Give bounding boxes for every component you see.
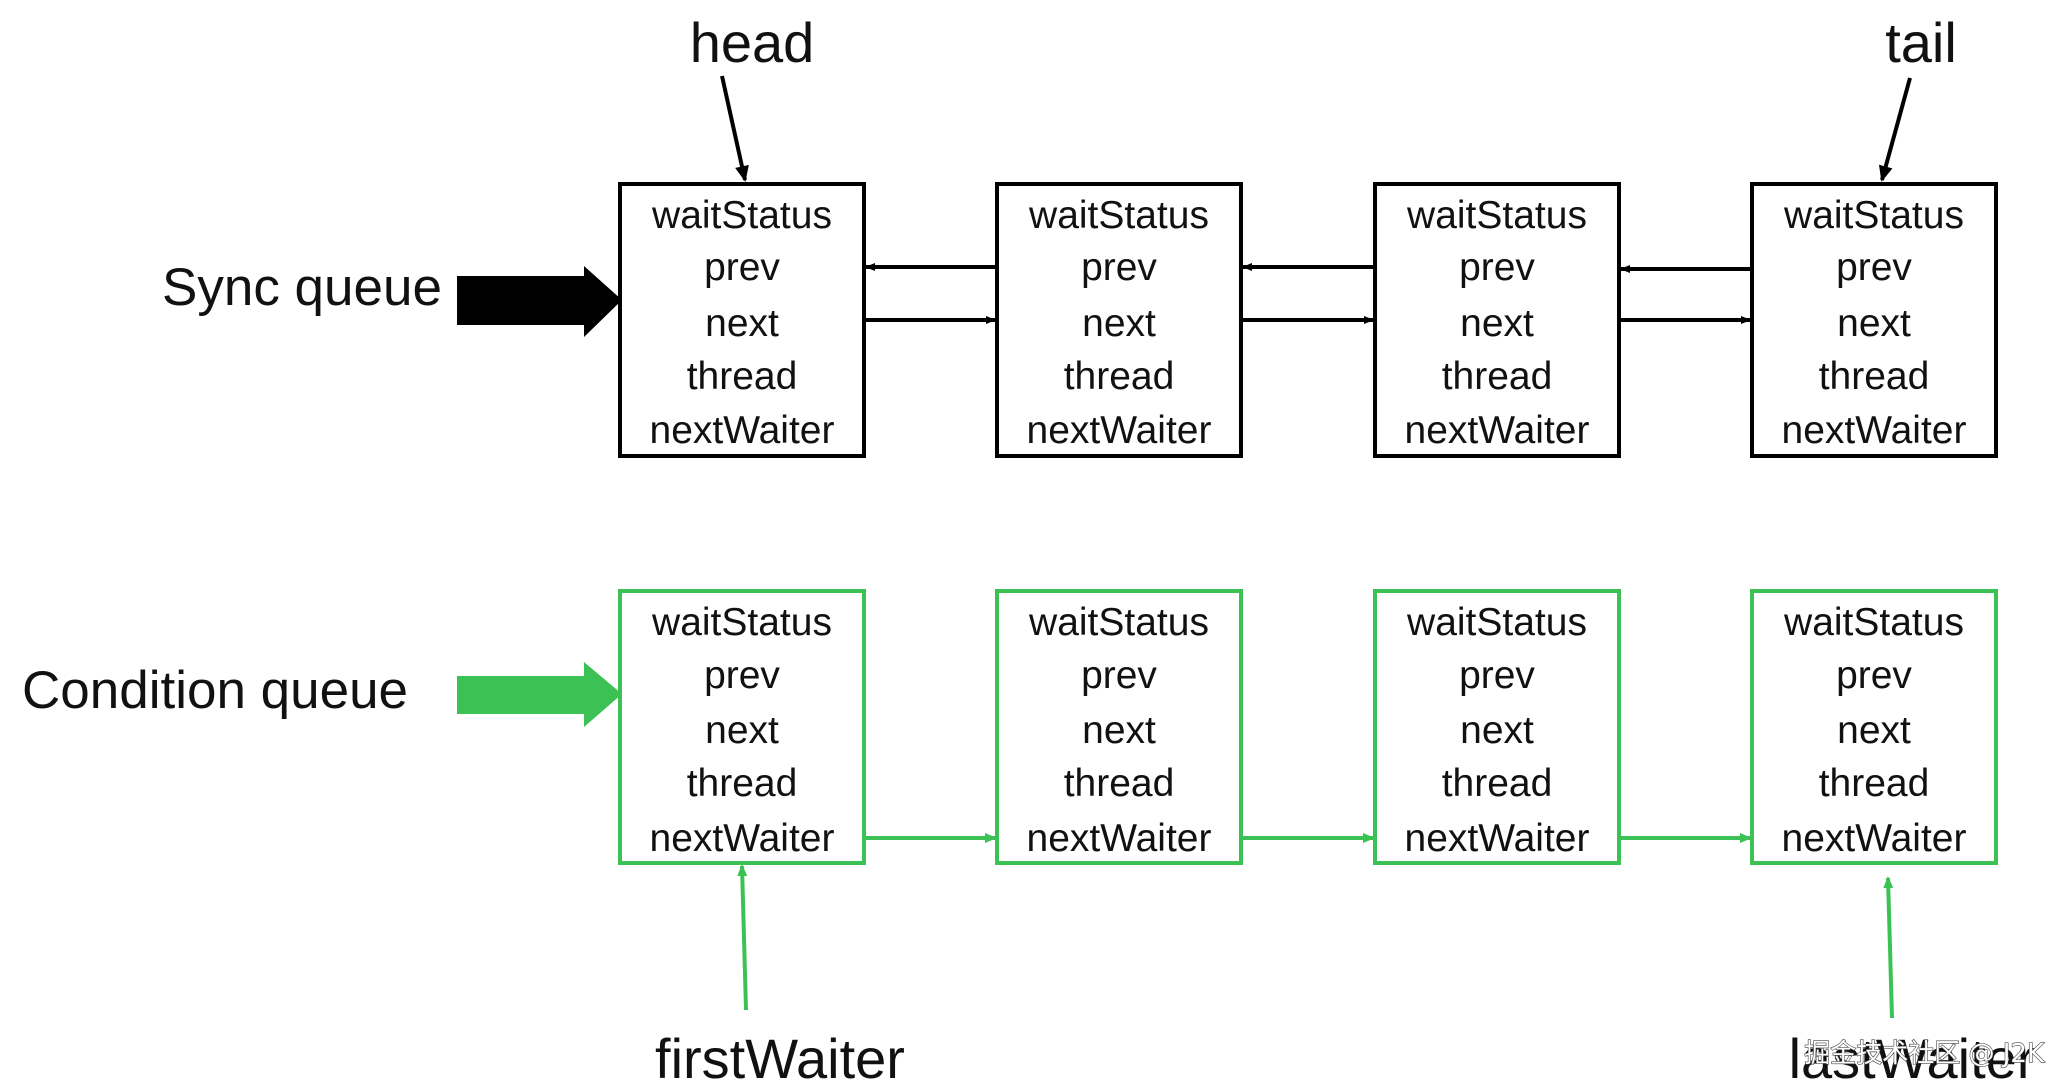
first-waiter-label: firstWaiter [655,1027,905,1088]
sync-node-box [1750,182,1998,458]
first-waiter-pointer-arrow [737,864,748,1011]
condition-node-box [1750,589,1998,865]
field-label: thread [1442,762,1553,805]
condition-node-box [995,589,1243,865]
field-label: waitStatus [1783,601,1964,644]
field-label: next [705,709,779,752]
field-label: waitStatus [651,601,832,644]
field-label: next [1460,709,1534,752]
field-label: waitStatus [1028,194,1209,237]
sync-queue-nodes: waitStatus prev next thread nextWaiter w… [618,182,1998,458]
field-label: prev [1836,654,1912,697]
field-label: thread [1819,355,1930,398]
field-label: waitStatus [1028,601,1209,644]
field-label: next [1837,302,1911,345]
tail-label: tail [1885,11,1957,74]
sync-node: waitStatus prev next thread nextWaiter [1373,182,1621,458]
condition-node-box [618,589,866,865]
condition-node: waitStatus prev next thread nextWaiter [618,589,866,865]
sync-node: waitStatus prev next thread nextWaiter [995,182,1243,458]
condition-queue-label: Condition queue [22,661,408,720]
field-label: nextWaiter [1782,817,1967,860]
field-label: prev [1081,654,1157,697]
field-label: prev [1459,654,1535,697]
field-label: nextWaiter [1405,817,1590,860]
field-label: thread [1819,762,1930,805]
field-label: thread [687,762,798,805]
head-pointer-arrow [720,75,749,182]
tail-pointer-arrow [1878,77,1912,182]
field-label: nextWaiter [650,817,835,860]
sync-queue-label: Sync queue [162,258,442,317]
last-waiter-pointer-arrow [1883,876,1894,1019]
field-label: thread [1442,355,1553,398]
field-label: thread [1064,355,1175,398]
sync-queue-entry-arrow [457,266,622,337]
field-label: prev [1459,246,1535,289]
condition-node: waitStatus prev next thread nextWaiter [1373,589,1621,865]
condition-node: waitStatus prev next thread nextWaiter [1750,589,1998,865]
field-label: next [1082,302,1156,345]
field-label: waitStatus [651,194,832,237]
field-label: nextWaiter [1027,409,1212,452]
field-label: prev [1081,246,1157,289]
field-label: waitStatus [1406,601,1587,644]
field-label: next [1460,302,1534,345]
field-label: nextWaiter [1405,409,1590,452]
field-label: prev [704,246,780,289]
field-label: nextWaiter [1782,409,1967,452]
field-label: next [705,302,779,345]
sync-node: waitStatus prev next thread nextWaiter [1750,182,1998,458]
condition-queue-nodes: waitStatus prev next thread nextWaiter w… [618,589,1998,865]
field-label: next [1082,709,1156,752]
last-waiter-label: lastWaiter [1789,1027,2036,1088]
condition-node-box [1373,589,1621,865]
sync-queue-links [864,263,1752,324]
sync-node: waitStatus prev next thread nextWaiter [618,182,866,458]
field-label: prev [704,654,780,697]
field-label: thread [687,355,798,398]
field-label: nextWaiter [1027,817,1212,860]
watermark: 掘金技术社区 @ J2K [1804,1039,2045,1069]
head-label: head [690,11,815,74]
field-label: next [1837,709,1911,752]
field-label: thread [1064,762,1175,805]
field-label: nextWaiter [650,409,835,452]
condition-node: waitStatus prev next thread nextWaiter [995,589,1243,865]
field-label: waitStatus [1406,194,1587,237]
field-label: waitStatus [1783,194,1964,237]
field-label: prev [1836,246,1912,289]
condition-queue-entry-arrow [457,662,622,727]
